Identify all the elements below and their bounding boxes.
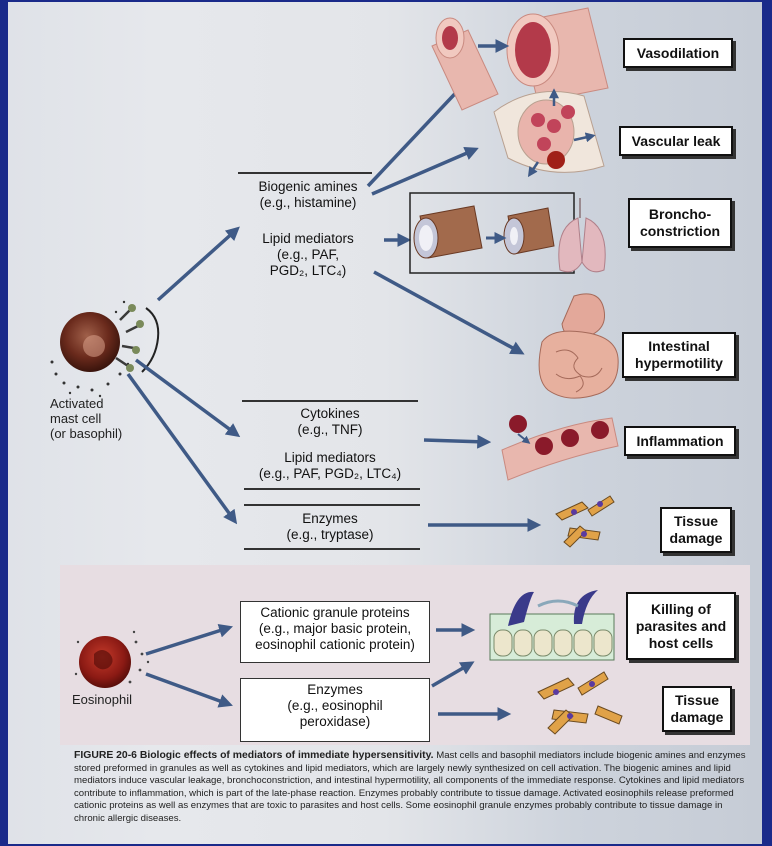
vasodilation-box: Vasodilation	[623, 38, 733, 68]
tissue-damage-cells-illustration	[555, 495, 615, 548]
lungs-illustration	[558, 198, 606, 273]
cationic-proteins-box	[240, 601, 430, 663]
biogenic-amines-label: Biogenic amines(e.g., histamine)	[258, 179, 358, 210]
vascular-leak-illustration	[493, 88, 605, 178]
inflammation-vessel-illustration	[501, 415, 619, 481]
enzymes-mast-label: Enzymes(e.g., tryptase)	[286, 511, 374, 542]
vasodilation-vessel-illustration	[431, 7, 609, 111]
mast-cell-illustration	[50, 300, 160, 398]
figure-caption-label: FIGURE 20-6 Biologic effects of mediator…	[74, 750, 434, 761]
enzymes-eosinophil-box	[240, 678, 430, 742]
parasite-epithelium-illustration	[489, 590, 615, 661]
vascular-leak-box: Vascular leak	[619, 126, 733, 156]
textbook-page: Biogenic amines(e.g., histamine) Lipid m…	[8, 2, 762, 844]
cationic-proteins-label: Cationic granule proteins(e.g., major ba…	[255, 605, 415, 652]
cytokines-label: Cytokines(e.g., TNF)	[297, 406, 363, 437]
bronchus-illustration	[413, 205, 555, 259]
tissue-damage-cells-2-illustration	[537, 671, 623, 735]
mast-cell-arrows	[126, 78, 542, 721]
figure-caption: FIGURE 20-6 Biologic effects of mediator…	[74, 750, 754, 825]
intestine-illustration	[538, 293, 619, 399]
eosinophil-label: Eosinophil	[72, 692, 132, 707]
figure-caption-text: Mast cells and basophil mediators includ…	[74, 750, 746, 824]
figure-diagram	[50, 7, 623, 735]
lipid-mediators-mid-label: Lipid mediators(e.g., PAF, PGD₂, LTC₄)	[258, 450, 402, 481]
eosinophil-illustration	[74, 630, 150, 688]
inflammation-box: Inflammation	[624, 426, 736, 456]
bronchoconstriction-box: Broncho-constriction	[628, 198, 732, 248]
lipid-mediators-top-label: Lipid mediators(e.g., PAF,PGD₂, LTC₄)	[262, 231, 354, 278]
